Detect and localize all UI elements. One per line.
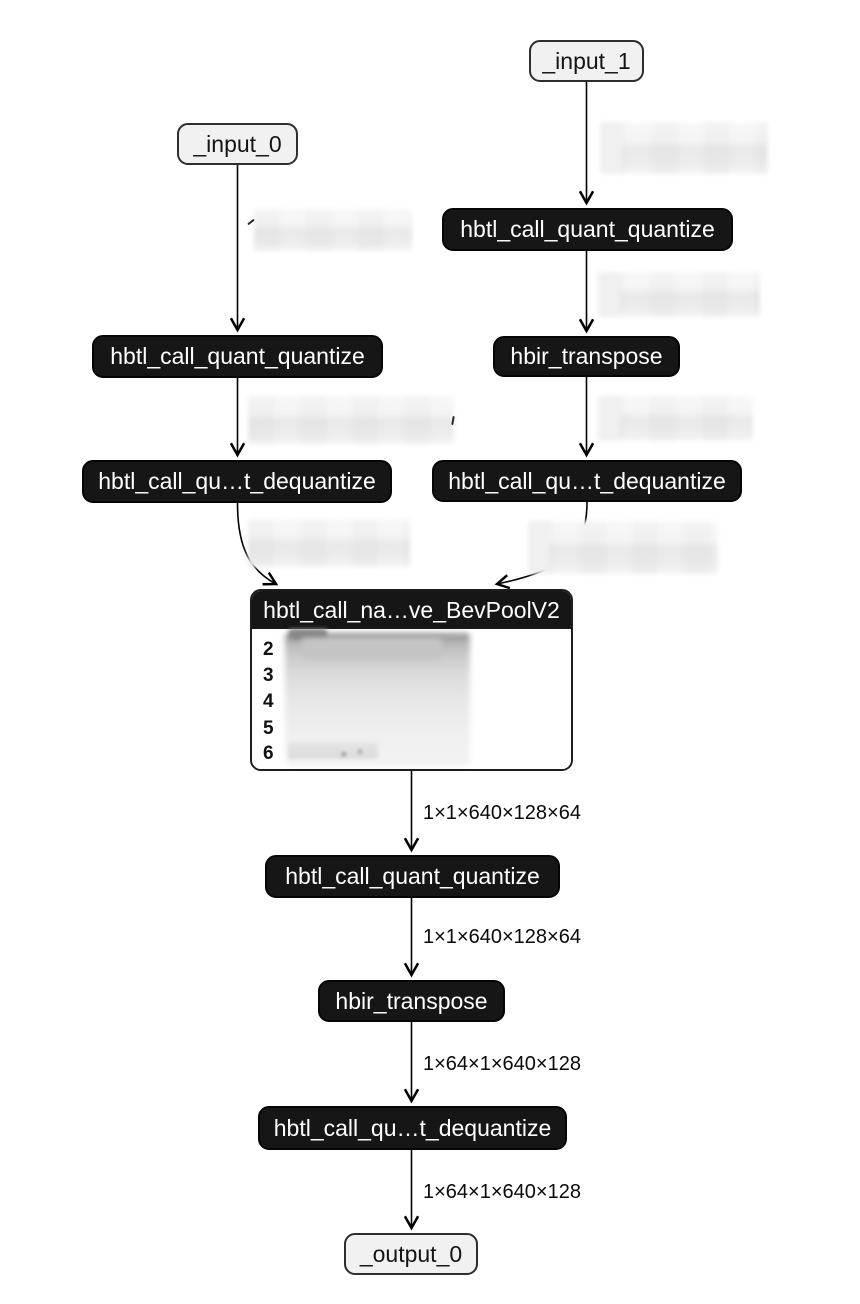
bevpool-header[interactable]: hbtl_call_na…ve_BevPoolV2 xyxy=(252,591,571,629)
node-label: hbir_transpose xyxy=(510,343,663,369)
row-number: 5 xyxy=(263,718,274,739)
node-transpose-right[interactable]: hbir_transpose xyxy=(493,336,680,377)
redacted-edge-label xyxy=(254,209,412,251)
redacted-edge-label xyxy=(598,396,753,441)
redaction-artifact xyxy=(451,415,455,426)
bevpool-row-4: 4 xyxy=(263,689,274,715)
node-dequantize-right[interactable]: hbtl_call_qu…t_dequantize xyxy=(432,460,742,502)
redacted-edge-label xyxy=(528,521,718,574)
redacted-edge-label xyxy=(600,122,768,174)
node-input-0[interactable]: _input_0 xyxy=(177,123,298,165)
row-number: 3 xyxy=(263,665,274,686)
node-label: hbtl_call_na…ve_BevPoolV2 xyxy=(263,596,560,623)
node-label: hbir_transpose xyxy=(335,987,488,1014)
node-quantize-left[interactable]: hbtl_call_quant_quantize xyxy=(92,335,383,378)
node-label: _output_0 xyxy=(359,1240,463,1267)
node-label: hbtl_call_quant_quantize xyxy=(460,216,715,242)
redaction-artifact xyxy=(288,742,378,759)
redacted-edge-label xyxy=(248,396,454,444)
node-transpose-mid[interactable]: hbir_transpose xyxy=(318,980,505,1022)
node-quantize-mid[interactable]: hbtl_call_quant_quantize xyxy=(265,855,560,898)
node-output-0[interactable]: _output_0 xyxy=(344,1233,478,1275)
node-label: hbtl_call_qu…t_dequantize xyxy=(273,1114,552,1141)
tensor-shape-label: 1×64×1×640×128 xyxy=(423,1053,581,1075)
tensor-shape-label: 1×1×640×128×64 xyxy=(423,926,581,948)
redacted-edge-label xyxy=(598,272,760,317)
node-label: hbtl_call_qu…t_dequantize xyxy=(448,467,726,494)
tensor-shape-label: 1×64×1×640×128 xyxy=(423,1181,581,1203)
node-bevpool-v2[interactable]: hbtl_call_na…ve_BevPoolV2 2 3 4 5 6 xyxy=(250,589,573,771)
node-input-1[interactable]: _input_1 xyxy=(529,40,644,82)
tensor-shape-label: 1×1×640×128×64 xyxy=(423,802,581,824)
row-number: 2 xyxy=(263,639,274,660)
node-label: _input_1 xyxy=(542,47,631,74)
node-label: hbtl_call_quant_quantize xyxy=(285,863,540,889)
bevpool-body: 2 3 4 5 6 xyxy=(252,629,571,769)
node-quantize-right[interactable]: hbtl_call_quant_quantize xyxy=(442,208,733,251)
bevpool-row-5: 5 xyxy=(263,716,274,742)
row-number: 4 xyxy=(263,691,274,712)
node-label: hbtl_call_quant_quantize xyxy=(110,343,365,369)
node-label: _input_0 xyxy=(193,130,282,157)
node-label: hbtl_call_qu…t_dequantize xyxy=(98,468,376,494)
redaction-artifact xyxy=(302,638,442,659)
bevpool-row-3: 3 xyxy=(263,663,274,689)
redaction-artifact xyxy=(289,629,327,639)
node-dequantize-left[interactable]: hbtl_call_qu…t_dequantize xyxy=(82,460,392,503)
bevpool-row-2: 2 xyxy=(263,637,274,663)
node-dequantize-mid[interactable]: hbtl_call_qu…t_dequantize xyxy=(258,1106,567,1150)
bevpool-row-6: 6 xyxy=(263,741,274,767)
redacted-edge-label xyxy=(248,519,410,567)
row-number: 6 xyxy=(263,743,274,764)
